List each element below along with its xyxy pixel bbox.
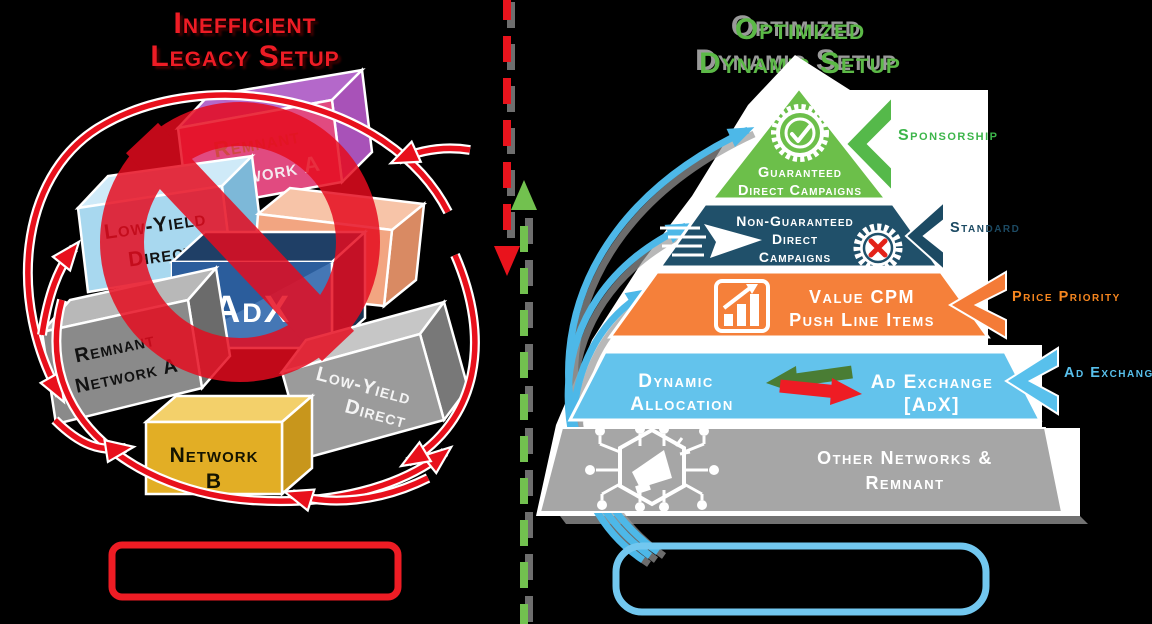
seal-edge xyxy=(853,223,903,273)
chevron-tag-icon xyxy=(904,199,945,273)
legacy-arrows xyxy=(22,90,480,513)
seal-ring xyxy=(776,109,824,157)
red-arrow-shaft xyxy=(779,379,839,399)
two-way-arrows-icon xyxy=(766,365,862,405)
tag-standard: Standard xyxy=(904,199,1020,273)
megaphone xyxy=(632,450,672,488)
divider-green-arrowhead-icon xyxy=(511,180,537,210)
tag-label: Standard xyxy=(950,220,1020,236)
level-label: Other Networks & xyxy=(817,448,993,468)
check-seal-badge-icon xyxy=(771,104,829,162)
x-icon xyxy=(868,238,888,258)
legacy-caption-box xyxy=(108,541,402,601)
arrow-to-level-2 xyxy=(564,222,693,559)
box-low-yield-direct-bottom: Low-Yield Direct xyxy=(278,299,470,460)
tag-label: Ad Exchange xyxy=(1064,365,1152,381)
level-label: Guaranteed xyxy=(758,165,842,181)
arrow-to-level-3 xyxy=(570,288,653,563)
prohibition-slash xyxy=(125,122,355,362)
box-network-b-bottom: Network B xyxy=(142,393,316,497)
tag-sponsorship: Sponsorship xyxy=(844,94,999,194)
check-icon xyxy=(790,124,812,143)
red-arrow xyxy=(398,253,478,468)
red-arrow xyxy=(281,475,430,513)
optimized-panel: Optimized Dynamic Setup Guaranteed Direc… xyxy=(536,13,1152,616)
chart-frame xyxy=(714,279,770,333)
hexagon xyxy=(618,427,686,507)
level-label: Ad Exchange xyxy=(871,372,994,393)
tag-label: Price Priority xyxy=(1012,289,1121,305)
seal-edge xyxy=(771,104,829,162)
tag-ad-exchange: Ad Exchange xyxy=(1004,346,1152,416)
level-shape xyxy=(538,427,1064,513)
x-seal-badge-icon xyxy=(853,223,903,273)
chart-bar xyxy=(737,304,746,326)
red-loop-arrow xyxy=(25,92,451,405)
x-circle xyxy=(862,232,894,264)
level-shape xyxy=(607,270,991,339)
level-value-cpm-push-line-items: Value CPM Push Line Items xyxy=(607,270,991,339)
pyramid-shadow xyxy=(560,516,1088,524)
level-label: Push Line Items xyxy=(789,310,935,330)
chart-arrow xyxy=(722,286,752,310)
chart-bar xyxy=(750,294,759,326)
level-non-guaranteed-direct-campaigns: Non-Guaranteed Direct Campaigns xyxy=(657,202,941,273)
chevron-tag-icon xyxy=(844,94,893,194)
level-label: Direct xyxy=(772,231,818,247)
legacy-title-line2: Legacy Setup xyxy=(150,40,339,73)
paper-plane-icon xyxy=(660,224,762,258)
level-label: Non-Guaranteed xyxy=(736,213,853,229)
level-label: Remnant xyxy=(865,473,944,493)
level-label: Value CPM xyxy=(809,287,915,307)
green-arrow-shaft xyxy=(787,365,853,388)
level-dynamic-allocation: Dynamic Allocation Ad Exchange [AdX] xyxy=(567,350,1043,422)
red-arrow xyxy=(387,139,471,165)
growth-chart-icon xyxy=(714,279,770,333)
divider-red-arrowhead-icon xyxy=(494,246,520,276)
circuit-nodes xyxy=(585,424,719,512)
level-label: Direct Campaigns xyxy=(738,183,862,199)
prohibition-ring xyxy=(100,102,380,382)
chevron-tag-icon xyxy=(1004,346,1059,416)
tag-price-priority: Price Priority xyxy=(948,270,1121,340)
level-label: Dynamic xyxy=(638,371,714,392)
network-megaphone-icon xyxy=(585,424,719,512)
red-right-arrowhead xyxy=(830,378,862,405)
optimized-caption-box xyxy=(612,542,990,616)
box-label: B xyxy=(206,470,222,493)
level-guaranteed-direct-campaigns: Guaranteed Direct Campaigns xyxy=(708,85,890,201)
chart-arrowhead xyxy=(746,284,758,294)
red-arrow xyxy=(53,418,137,464)
legacy-panel: Inefficient Legacy Setup Remnant Network… xyxy=(22,7,480,601)
optimized-title-line1: Optimized xyxy=(735,13,865,46)
check-circle xyxy=(784,117,816,149)
level-other-networks-remnant: Other Networks & Remnant xyxy=(538,424,1064,513)
level-shape xyxy=(708,85,890,201)
box-label: Network xyxy=(170,444,259,467)
level-label: Allocation xyxy=(630,394,734,415)
level-label: Campaigns xyxy=(759,249,831,265)
red-arrow xyxy=(39,239,81,336)
plane-body xyxy=(704,224,762,258)
tag-label: Sponsorship xyxy=(898,127,999,144)
prohibition-sign-icon xyxy=(100,102,380,382)
red-loop-arrow xyxy=(53,299,454,504)
divider xyxy=(494,0,537,624)
chart-bar xyxy=(724,314,733,326)
legacy-title-line1: Inefficient xyxy=(174,7,317,40)
chevron-tag-icon xyxy=(948,270,1007,340)
level-label: [AdX] xyxy=(904,395,960,416)
